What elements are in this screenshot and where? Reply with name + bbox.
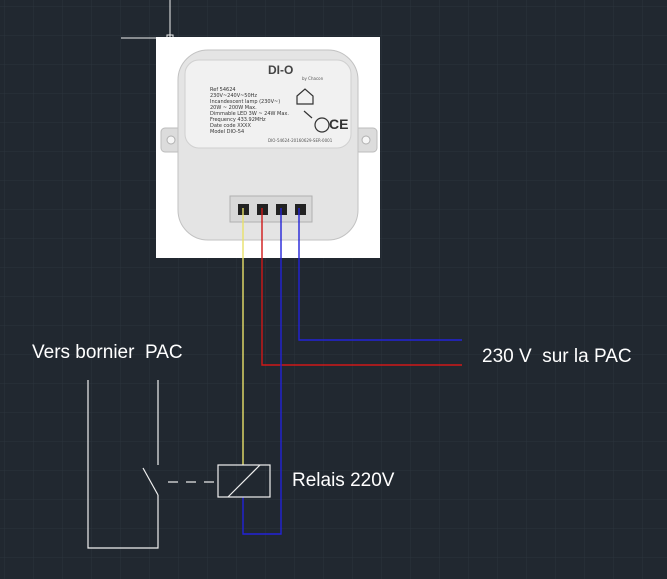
module-brand: DI-O <box>268 63 294 77</box>
module-spec-line: Dimmable LED 3W ~ 24W Max. <box>210 111 289 117</box>
ce-mark: CE <box>329 116 349 132</box>
label-230v-supply: 230 V sur la PAC <box>482 346 632 367</box>
red-wire <box>261 208 462 366</box>
module-spec-line: 20W ~ 200W Max. <box>210 105 257 111</box>
module-spec-line: Incandescent lamp (230V~) <box>210 99 281 105</box>
label-relais: Relais 220V <box>292 470 395 491</box>
relay-contact-circuit <box>87 380 159 549</box>
module-spec-line: Date code XXXX <box>210 123 251 129</box>
module-spec-line: Model DIO-54 <box>210 129 245 135</box>
dio-module-photo <box>156 37 380 258</box>
blue-wire-to-relay <box>242 208 282 535</box>
module-code-line: DIO-54624-20160629-SER-0001 <box>268 138 333 143</box>
label-vers-bornier: Vers bornier PAC <box>32 342 183 363</box>
blue-wire-to-supply <box>298 208 462 341</box>
module-spec-line: Frequency 433.92MHz <box>210 117 266 123</box>
module-spec-line: 230V~240V~50Hz <box>210 93 258 99</box>
module-brand-sub: by Chacon <box>302 76 324 81</box>
module-spec-block: Ref 54624 230V~240V~50Hz Incandescent la… <box>210 87 302 135</box>
module-spec-line: Ref 54624 <box>210 87 236 93</box>
relay-coil-symbol <box>217 464 271 498</box>
